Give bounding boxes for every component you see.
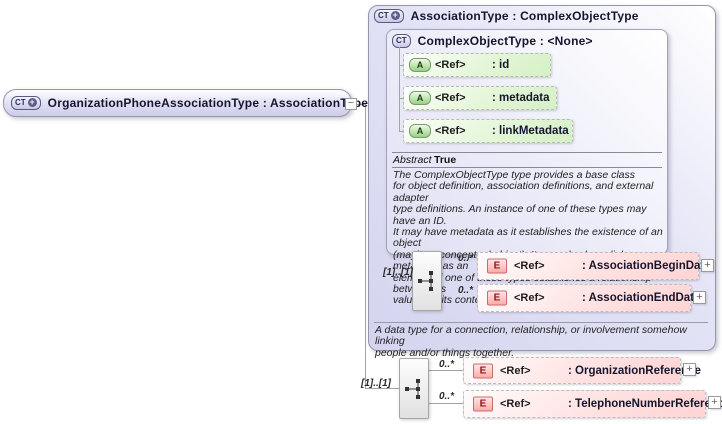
type-box-header[interactable]: CT+ AssociationType : ComplexObjectType	[374, 8, 639, 23]
attribute-box-metadata[interactable]: A <Ref> : metadata	[403, 86, 557, 110]
type-box-title: AssociationType : ComplexObjectType	[410, 8, 639, 23]
element-ref: <Ref>	[500, 398, 531, 410]
complex-type-derived-icon: CT+	[11, 95, 41, 110]
expand-button[interactable]: +	[701, 259, 714, 272]
complex-type-derived-icon: CT+	[374, 8, 404, 23]
cardinality-label: [1]..[1]	[361, 378, 391, 389]
element-icon: E	[473, 396, 493, 412]
element-icon: E	[487, 258, 507, 274]
connector-line	[365, 388, 400, 389]
attribute-icon: A	[409, 91, 431, 105]
element-name: : TelephoneNumberReference	[568, 398, 722, 410]
occurs-label: 0..*	[458, 253, 474, 264]
attribute-name: : id	[492, 59, 510, 71]
ct-icon-label: CT	[396, 35, 407, 45]
attribute-name: : metadata	[492, 92, 550, 104]
occurs-label: 0..*	[458, 285, 474, 296]
attribute-icon: A	[409, 124, 431, 138]
root-node-header: CT+ OrganizationPhoneAssociationType : A…	[11, 95, 368, 110]
sequence-icon	[405, 378, 420, 399]
root-node-organization-phone-association-type[interactable]	[3, 89, 352, 117]
abstract-label: Abstract	[393, 154, 432, 166]
separator	[374, 322, 708, 323]
element-icon: E	[473, 363, 493, 378]
element-ref: <Ref>	[500, 364, 531, 377]
abstract-value: True	[434, 154, 457, 166]
type-documentation: A data type for a connection, relationsh…	[375, 324, 687, 359]
element-ref: <Ref>	[514, 260, 545, 272]
element-name: : OrganizationReference	[568, 364, 701, 377]
element-box-telephone-number-reference[interactable]: E <Ref> : TelephoneNumberReference	[463, 390, 722, 418]
connector-line	[399, 47, 400, 132]
attribute-ref: <Ref>	[435, 125, 466, 137]
element-name: : AssociationBeginDate	[582, 260, 711, 272]
expand-button[interactable]: +	[708, 396, 721, 409]
complex-type-icon: CT	[392, 33, 411, 48]
connector-line	[429, 370, 463, 371]
separator	[392, 152, 662, 153]
separator	[392, 167, 662, 168]
connector-line	[399, 131, 405, 132]
ct-icon-label: CT	[378, 10, 389, 20]
attribute-icon: A	[409, 58, 431, 72]
expand-button[interactable]: +	[693, 291, 706, 304]
attribute-name: : linkMetadata	[492, 125, 569, 137]
element-ref: <Ref>	[514, 292, 545, 304]
collapse-button[interactable]: −	[345, 98, 357, 110]
attribute-ref: <Ref>	[435, 92, 466, 104]
base-type-documentation: The ComplexObjectType type provides a ba…	[393, 169, 663, 307]
element-icon: E	[487, 290, 507, 306]
connector-line	[429, 403, 463, 404]
ct-icon-label: CT	[15, 97, 26, 107]
base-box-title: ComplexObjectType : <None>	[417, 33, 593, 48]
sequence-compositor	[399, 358, 429, 419]
root-node-title: OrganizationPhoneAssociationType : Assoc…	[47, 95, 369, 110]
sequence-compositor	[412, 251, 442, 311]
attribute-box-link-metadata[interactable]: A <Ref> : linkMetadata	[403, 119, 573, 143]
base-box-header[interactable]: CT ComplexObjectType : <None>	[392, 33, 593, 48]
derivation-plus-icon: +	[390, 10, 400, 20]
element-box-association-begin-date[interactable]: E <Ref> : AssociationBeginDate	[477, 252, 711, 280]
sequence-icon	[418, 271, 433, 291]
connector-line	[357, 104, 366, 105]
connector-line	[399, 98, 405, 99]
cardinality-label: [1]..[1]	[383, 267, 413, 278]
occurs-label: 0..*	[439, 359, 455, 370]
connector-line	[365, 104, 366, 389]
element-box-association-end-date[interactable]: E <Ref> : AssociationEndDate	[477, 284, 700, 312]
connector-line	[399, 65, 405, 66]
occurs-label: 0..*	[439, 391, 455, 402]
expand-button[interactable]: +	[683, 363, 696, 376]
attribute-box-id[interactable]: A <Ref> : id	[403, 53, 551, 77]
derivation-plus-icon: +	[27, 97, 37, 107]
element-name: : AssociationEndDate	[582, 292, 701, 304]
attribute-ref: <Ref>	[435, 59, 466, 71]
element-box-organization-reference[interactable]: E <Ref> : OrganizationReference	[463, 357, 701, 384]
